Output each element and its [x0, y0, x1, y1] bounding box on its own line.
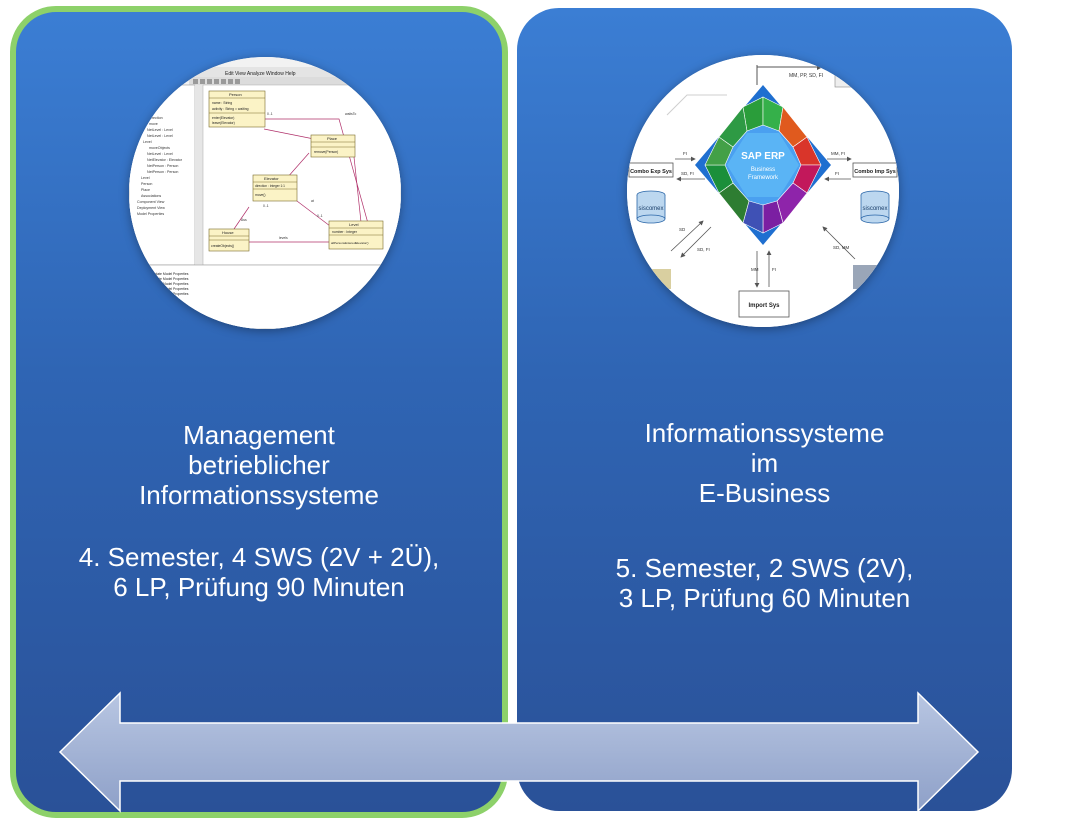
tree-item: Deployment View [137, 206, 165, 210]
tree-item: NetLevel : Level [147, 152, 173, 156]
course-title-left: Management betrieblicher Informationssys… [16, 420, 502, 510]
sap-erp-diagram: MM, PP, SD, FI [627, 55, 899, 327]
svg-text:name : String: name : String [212, 101, 232, 105]
flow-label: FI [772, 267, 776, 272]
output-row: Update Model Properties [151, 282, 189, 286]
flow-label: SD, FI [681, 171, 694, 176]
assoc-label: at [311, 199, 314, 203]
svg-text:allPersonsEnteredElevator(): allPersonsEnteredElevator() [331, 241, 369, 245]
svg-text:enter(Elevator): enter(Elevator) [212, 116, 234, 120]
assoc-label: levels [279, 236, 288, 240]
title-line: Informationssysteme [644, 418, 885, 448]
flow-label: SD, FI [697, 247, 710, 252]
course-card-right[interactable]: MM, PP, SD, FI [517, 8, 1012, 811]
detail-line: 5. Semester, 2 SWS (2V), [615, 553, 914, 583]
tree-item: NetPerson : Person [147, 170, 178, 174]
svg-text:siscomex: siscomex [862, 206, 887, 212]
svg-text:createObjects(): createObjects() [211, 244, 234, 248]
right-system-box: Combo Imp Sys [854, 169, 896, 175]
tree-item: Model Properties [137, 212, 164, 216]
sap-center-sub: Framework [748, 175, 779, 181]
svg-text:move(): move() [255, 193, 266, 197]
right-database: siscomex [860, 190, 890, 224]
svg-text:House: House [222, 230, 234, 235]
assoc-label: waitsTo [345, 112, 356, 116]
tree-item: Level [143, 140, 152, 144]
flow-label: MM, PP, SD, FI [789, 73, 823, 79]
title-line: Informationssysteme [139, 480, 379, 510]
assoc-label: Ass [241, 218, 247, 222]
left-database: siscomex [636, 190, 666, 224]
svg-text:remove(Person): remove(Person) [314, 150, 338, 154]
svg-text:Person: Person [229, 92, 242, 97]
svg-text:siscomex: siscomex [638, 206, 663, 212]
uml-class-elevator: Elevator direction : Integer 1:1 move() [252, 174, 298, 202]
svg-text:number : Integer: number : Integer [332, 230, 358, 234]
assoc-label: 0..1 [263, 204, 269, 208]
sap-center-sub: Business [751, 167, 775, 173]
left-system-box: Combo Exp Sys [630, 169, 672, 175]
title-line: E-Business [698, 478, 831, 508]
uml-class-level: Level number : Integer allPersonsEntered… [328, 220, 384, 250]
flow-label: MM [751, 267, 759, 272]
course-card-left[interactable]: Edit View Analyze Window Help direction … [10, 6, 508, 818]
uml-class-person: Person name : String activity : String =… [208, 90, 266, 128]
import-system-box: Import Sys [748, 303, 780, 309]
assoc-label: 0..1 [267, 112, 273, 116]
tree-item: NetLevel : Level [147, 134, 173, 138]
tree-item: direction [149, 116, 163, 120]
flow-label: SD, MM [833, 245, 850, 250]
flow-label: MM, FI [831, 151, 845, 156]
svg-text:activity : String = waiting: activity : String = waiting [212, 107, 249, 111]
detail-line: 4. Semester, 4 SWS (2V + 2Ü), [78, 542, 440, 572]
course-title-right: Informationssysteme im E-Business [517, 418, 1012, 508]
output-row: Update Model Properties [151, 277, 189, 281]
course-details-left: 4. Semester, 4 SWS (2V + 2Ü), 6 LP, Prüf… [16, 542, 502, 602]
uml-menu: Edit View Analyze Window Help [225, 71, 296, 77]
title-line: betrieblicher [188, 450, 330, 480]
detail-line: 3 LP, Prüfung 60 Minuten [618, 583, 911, 613]
tree-item: Level [141, 176, 150, 180]
svg-text:Level: Level [349, 222, 359, 227]
tree-item: Place [141, 188, 150, 192]
svg-text:Elevator: Elevator [264, 176, 279, 181]
tree-item: moveObjects [149, 146, 170, 150]
course-details-right: 5. Semester, 2 SWS (2V), 3 LP, Prüfung 6… [517, 553, 1012, 613]
assoc-label: 0..1 [317, 214, 323, 218]
flow-label: SD [679, 227, 686, 232]
output-row: Update Model Properties [151, 272, 189, 276]
tree-item: Associations [141, 194, 161, 198]
tree-item: move [149, 122, 158, 126]
tree-item: NetElevator : Elevator [147, 158, 183, 162]
uml-class-house: House createObjects() [208, 228, 250, 252]
uml-class-place: Place remove(Person) [310, 134, 356, 158]
tree-item: NetPerson : Person [147, 164, 178, 168]
sap-erp-diagram-image: MM, PP, SD, FI [627, 55, 899, 327]
title-line: im [750, 448, 779, 478]
svg-text:Place: Place [327, 136, 338, 141]
svg-text:leave(Elevator): leave(Elevator) [212, 121, 235, 125]
flow-label: FI [835, 171, 839, 176]
tree-item: NetLevel : Level [147, 128, 173, 132]
tree-item: Person [141, 182, 152, 186]
svg-text:direction : Integer 1:1: direction : Integer 1:1 [255, 184, 285, 188]
output-row: Update Model Properties [151, 287, 189, 291]
title-line: Management [183, 420, 335, 450]
tree-item: Component View [137, 200, 165, 204]
flow-label: FI [683, 151, 687, 156]
sap-center-title: SAP ERP [741, 151, 785, 162]
detail-line: 6 LP, Prüfung 90 Minuten [113, 572, 405, 602]
